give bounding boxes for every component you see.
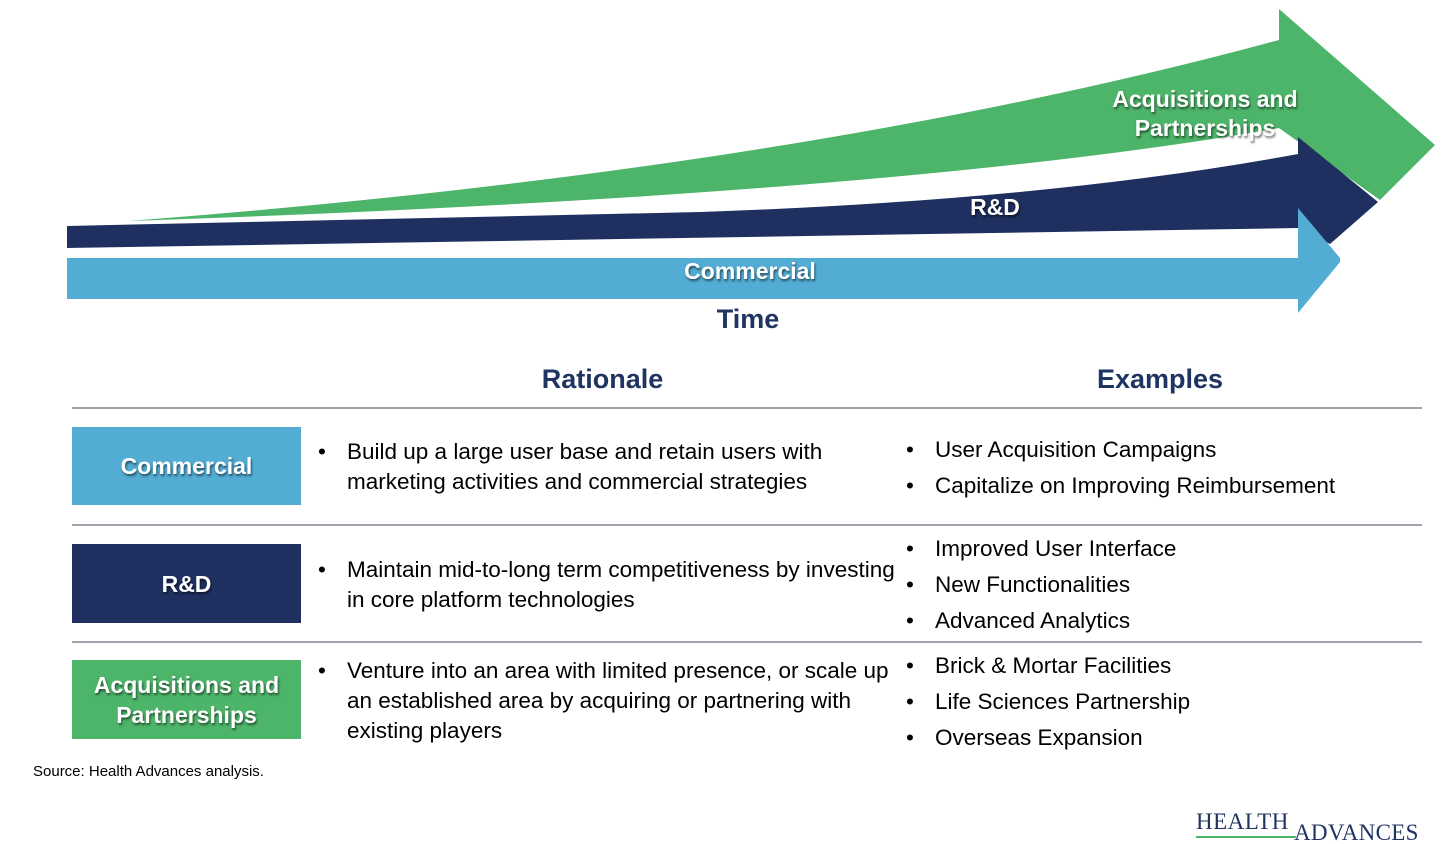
time-axis-label: Time	[716, 304, 780, 334]
rationale-rnd: • Maintain mid-to-long term competitiven…	[318, 555, 898, 615]
category-box-commercial: Commercial	[72, 427, 301, 505]
bullet-icon: •	[906, 608, 914, 633]
examples-acquisitions: • Brick & Mortar Facilities • Life Scien…	[906, 648, 1426, 756]
bullet-icon: •	[906, 572, 914, 597]
logo-word-advances: ADVANCES	[1294, 820, 1419, 844]
example-text: Capitalize on Improving Reimbursement	[935, 473, 1336, 498]
category-label: Acquisitions and Partnerships	[93, 671, 280, 728]
commercial-arrow-label: Commercial	[684, 258, 816, 284]
rationale-acquisitions: • Venture into an area with limited pres…	[318, 656, 898, 746]
row-divider	[72, 524, 1422, 526]
row-divider	[72, 641, 1422, 643]
list-item: • Brick & Mortar Facilities	[906, 648, 1426, 684]
bullet-icon: •	[906, 689, 914, 714]
example-text: User Acquisition Campaigns	[935, 437, 1217, 462]
example-text: Overseas Expansion	[935, 725, 1143, 750]
examples-column-header: Examples	[1096, 364, 1224, 394]
rationale-text: Venture into an area with limited presen…	[347, 658, 889, 743]
health-advances-logo: HEALTH ADVANCES	[1196, 809, 1426, 844]
rnd-arrow	[67, 137, 1378, 248]
acquisitions-arrow	[128, 9, 1435, 221]
logo-underline	[1196, 836, 1296, 838]
category-box-rnd: R&D	[72, 544, 301, 623]
category-label: R&D	[161, 570, 212, 597]
example-text: Advanced Analytics	[935, 608, 1131, 633]
rationale-commercial: • Build up a large user base and retain …	[318, 437, 898, 497]
list-item: • Overseas Expansion	[906, 720, 1426, 756]
bullet-icon: •	[906, 725, 914, 750]
bullet-icon: •	[318, 439, 326, 464]
logo-word-health: HEALTH	[1196, 809, 1289, 834]
rationale-text: Build up a large user base and retain us…	[347, 439, 823, 494]
list-item: • Advanced Analytics	[906, 603, 1426, 639]
example-text: Life Sciences Partnership	[935, 689, 1191, 714]
examples-commercial: • User Acquisition Campaigns • Capitaliz…	[906, 432, 1426, 504]
example-text: New Functionalities	[935, 572, 1131, 597]
bullet-icon: •	[906, 653, 914, 678]
rationale-column-header: Rationale	[541, 364, 664, 394]
example-text: Improved User Interface	[935, 536, 1177, 561]
growth-arrows-diagram	[67, 9, 1435, 313]
rnd-arrow-label: R&D	[970, 194, 1020, 220]
bullet-icon: •	[906, 437, 914, 462]
source-note: Source: Health Advances analysis.	[33, 763, 264, 780]
bullet-icon: •	[906, 536, 914, 561]
acquisitions-arrow-label: Acquisitions and Partnerships	[1112, 86, 1298, 141]
rationale-text: Maintain mid-to-long term competitivenes…	[347, 557, 895, 612]
examples-rnd: • Improved User Interface • New Function…	[906, 531, 1426, 639]
list-item: • New Functionalities	[906, 567, 1426, 603]
category-box-acquisitions: Acquisitions and Partnerships	[72, 660, 301, 739]
header-divider	[72, 407, 1422, 409]
list-item: • Improved User Interface	[906, 531, 1426, 567]
bullet-icon: •	[318, 557, 326, 582]
list-item: • Capitalize on Improving Reimbursement	[906, 468, 1426, 504]
bullet-icon: •	[318, 658, 326, 683]
bullet-icon: •	[906, 473, 914, 498]
list-item: • User Acquisition Campaigns	[906, 432, 1426, 468]
category-label: Commercial	[120, 453, 253, 479]
commercial-arrow	[67, 208, 1340, 313]
example-text: Brick & Mortar Facilities	[935, 653, 1172, 678]
list-item: • Life Sciences Partnership	[906, 684, 1426, 720]
